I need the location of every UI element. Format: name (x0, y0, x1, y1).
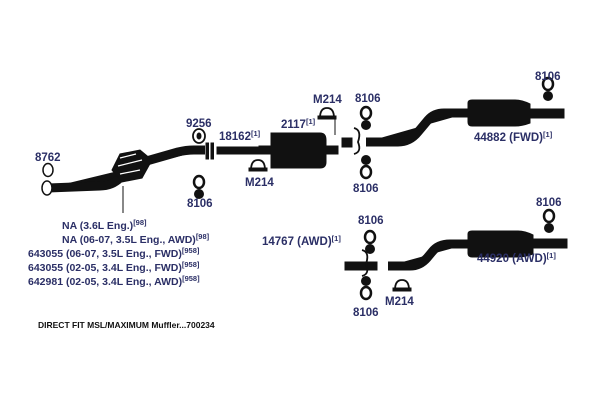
label-44882: 44882 (FWD)[1] (474, 130, 553, 144)
hanger-8106-b (359, 105, 373, 130)
hanger-8106-d (541, 76, 555, 101)
label-8106-b: 8106 (355, 93, 381, 105)
front-pipe-catalytic-converter (41, 145, 205, 196)
label-9256: 9256 (186, 118, 212, 130)
application-row: 643055 (06-07, 3.5L Eng., FWD)[958] (28, 246, 200, 260)
clamp-m214-bottom (392, 279, 412, 292)
awd-rear-section (344, 230, 568, 277)
label-2117: 2117[1] (281, 117, 316, 131)
label-18162: 18162[1] (219, 129, 261, 143)
application-row: NA (06-07, 3.5L Eng., AWD)[98] (62, 232, 210, 246)
label-8762: 8762 (35, 152, 61, 164)
application-row: 643055 (02-05, 3.4L Eng., FWD)[958] (28, 260, 200, 274)
hanger-8106-f (359, 276, 373, 301)
pipe-18162 (216, 146, 260, 155)
gasket-8762 (42, 162, 54, 178)
hanger-8106-e (363, 229, 377, 254)
label-14767: 14767 (AWD)[1] (262, 234, 341, 248)
hanger-8106-a (192, 174, 206, 199)
clamp-m214-left (248, 159, 268, 172)
fwd-rear-section (341, 99, 565, 155)
hanger-8106-g (542, 208, 556, 233)
resonator-2117 (258, 132, 339, 169)
footer-muffler-note: DIRECT FIT MSL/MAXIMUM Muffler...700234 (38, 320, 215, 330)
label-m214-left: M214 (245, 177, 274, 189)
hanger-8106-c (359, 155, 373, 180)
label-44920: 44920 (AWD)[1] (477, 251, 556, 265)
application-row: NA (3.6L Eng.)[98] (62, 218, 147, 232)
clamp-m214-top (317, 107, 337, 120)
label-8106-c: 8106 (353, 183, 379, 195)
applications-list: NA (3.6L Eng.)[98] NA (06-07, 3.5L Eng.,… (28, 218, 210, 288)
label-8106-e: 8106 (358, 215, 384, 227)
label-m214-bottom: M214 (385, 296, 414, 308)
application-row: 642981 (02-05, 3.4L Eng., AWD)[958] (28, 274, 200, 288)
label-8106-g: 8106 (536, 197, 562, 209)
flange-9256 (192, 128, 214, 160)
label-m214-top: M214 (313, 94, 342, 106)
label-8106-d: 8106 (535, 71, 561, 83)
label-8106-a: 8106 (187, 198, 213, 210)
label-8106-f: 8106 (353, 307, 379, 319)
